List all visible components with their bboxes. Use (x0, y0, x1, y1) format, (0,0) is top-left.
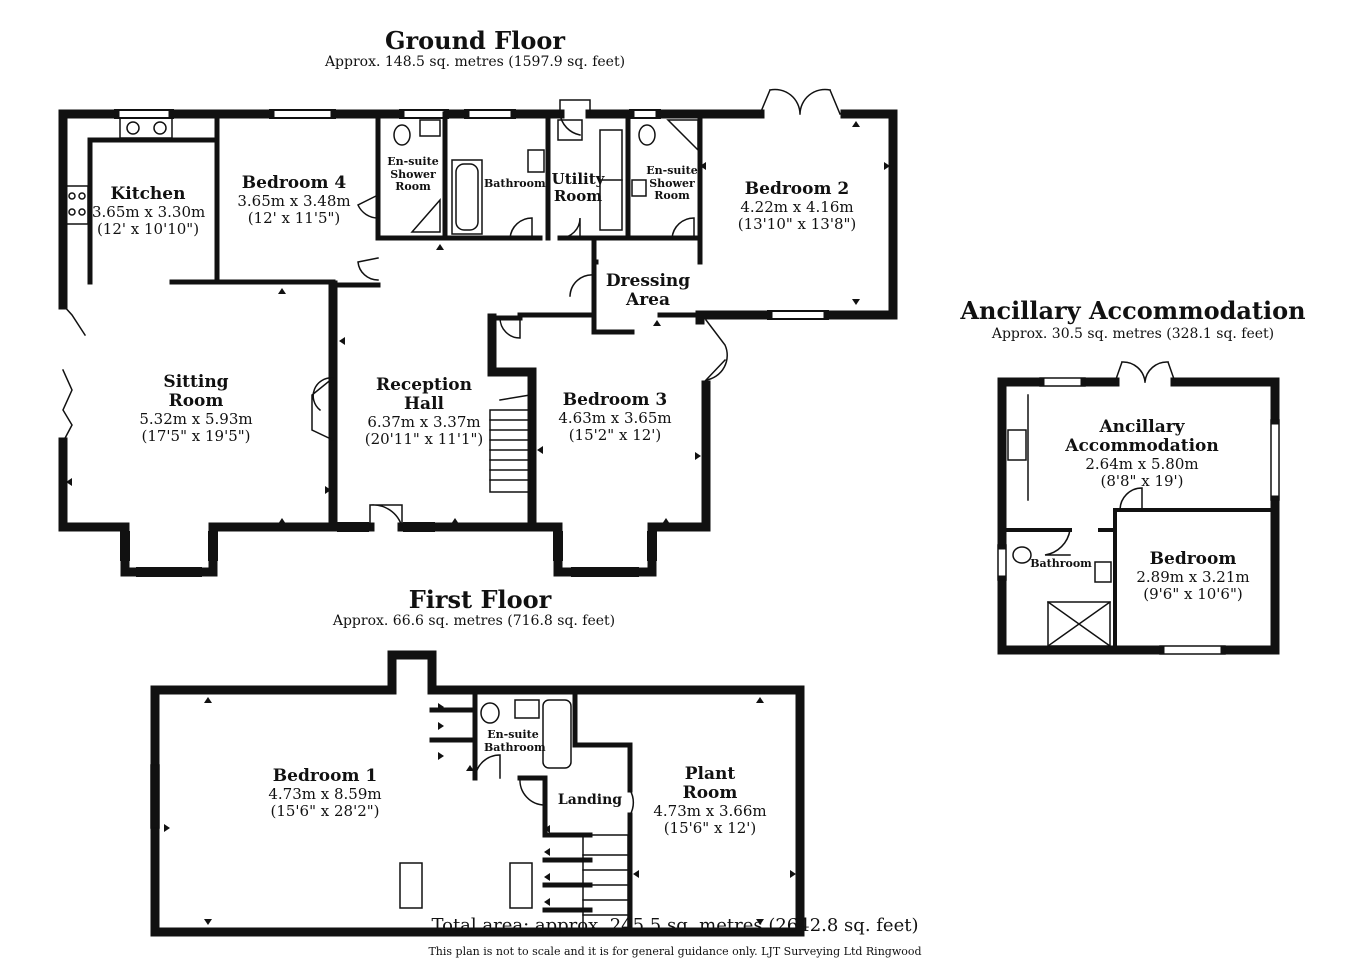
room-dim-imperial: (13'10" x 13'8") (737, 215, 857, 234)
room-bedroom-1: Bedroom 1 4.73m x 8.59m (15'6" x 28'2") (260, 766, 390, 821)
room-dim-imperial: (15'6" x 12') (663, 819, 757, 838)
room-name-line: Dressing (605, 271, 691, 291)
room-dim-metric: 5.32m x 5.93m (139, 410, 253, 429)
ground-fittings (65, 117, 699, 493)
room-name-line: Room (168, 391, 224, 412)
room-name-line: En-suite (387, 155, 439, 168)
room-dim-imperial: (20'11" x 11'1") (364, 430, 484, 449)
room-name-line: Sitting (163, 372, 229, 392)
room-bedroom-3: Bedroom 3 4.63m x 3.65m (15'2" x 12') (554, 390, 676, 445)
room-name-line: Plant (684, 764, 736, 784)
first-floor-title: First Floor (408, 585, 552, 614)
ground-floor-area: Approx. 148.5 sq. metres (1597.9 sq. fee… (324, 54, 626, 70)
room-utility: Utility Room (550, 171, 606, 205)
room-name: Bedroom 4 (241, 173, 347, 193)
room-name-line: Ancillary (1099, 417, 1185, 437)
room-sitting-room: Sitting Room 5.32m x 5.93m (17'5" x 19'5… (130, 372, 262, 446)
room-dim-imperial: (17'5" x 19'5") (141, 427, 251, 446)
room-name-line: Room (553, 186, 603, 205)
first-floor-area: Approx. 66.6 sq. metres (716.8 sq. feet) (332, 613, 616, 629)
room-name: Bedroom 3 (562, 390, 668, 410)
room-name-line: Area (626, 290, 670, 311)
room-ancillary-bathroom: Bathroom (1030, 557, 1092, 570)
room-ensuite-bathroom: En-suite Bathroom (484, 728, 546, 754)
room-name: Bedroom 2 (744, 179, 850, 199)
room-dim-metric: 4.22m x 4.16m (740, 198, 854, 217)
room-ancillary-accommodation: Ancillary Accommodation 2.64m x 5.80m (8… (1058, 417, 1226, 491)
disclaimer: This plan is not to scale and it is for … (428, 945, 922, 958)
ancillary-title: Ancillary Accommodation (960, 296, 1306, 325)
room-name-line: Room (682, 783, 738, 804)
room-kitchen: Kitchen 3.65m x 3.30m (12' x 10'10") (92, 184, 206, 239)
ground-doors (61, 88, 841, 528)
room-name-line: Utility (551, 170, 605, 188)
room-name-line: Accommodation (1065, 436, 1219, 457)
ancillary-walls (997, 377, 1280, 655)
room-name-line: Shower (390, 167, 436, 181)
room-name-line: En-suite (646, 164, 698, 177)
room-name: Bedroom 1 (272, 766, 378, 786)
first-floor-walls (150, 650, 805, 937)
room-ensuite-shower-2: En-suite Shower Room (644, 164, 700, 203)
room-landing: Landing (557, 792, 623, 808)
ground-floor-walls (58, 109, 898, 577)
room-dim-metric: 6.37m x 3.37m (367, 413, 481, 432)
room-name-line: Reception (375, 375, 472, 395)
room-bedroom-4: Bedroom 4 3.65m x 3.48m (12' x 11'5") (234, 173, 354, 228)
room-dim-imperial: (12' x 10'10") (96, 220, 200, 239)
room-dim-imperial: (12' x 11'5") (247, 209, 341, 228)
room-dim-metric: 4.73m x 3.66m (653, 802, 767, 821)
room-name: Kitchen (110, 184, 186, 204)
room-bedroom-2: Bedroom 2 4.22m x 4.16m (13'10" x 13'8") (734, 179, 860, 234)
ground-windows (114, 109, 829, 577)
room-name-line: Shower (649, 176, 695, 190)
room-name: Bedroom (1149, 549, 1237, 569)
room-bathroom: Bathroom (484, 177, 546, 190)
room-name-line: Hall (404, 394, 444, 415)
room-plant-room: Plant Room 4.73m x 3.66m (15'6" x 12') (650, 764, 770, 838)
room-name-line: Room (654, 189, 690, 203)
ceiling-markers (66, 121, 890, 925)
room-ensuite-shower-1: En-suite Shower Room (386, 155, 440, 194)
room-dim-imperial: (15'2" x 12') (568, 426, 662, 445)
room-name-line: En-suite (487, 728, 539, 741)
room-name-line: Room (395, 180, 431, 194)
room-dim-metric: 3.65m x 3.30m (92, 203, 206, 222)
room-dim-metric: 4.63m x 3.65m (558, 409, 672, 428)
room-dressing-area: Dressing Area (600, 271, 696, 311)
ground-floor-title: Ground Floor (385, 26, 565, 55)
room-dim-metric: 2.64m x 5.80m (1085, 455, 1199, 474)
room-dim-metric: 2.89m x 3.21m (1136, 568, 1250, 587)
room-reception-hall: Reception Hall 6.37m x 3.37m (20'11" x 1… (362, 375, 486, 449)
room-dim-metric: 4.73m x 8.59m (268, 785, 382, 804)
room-dim-imperial: (15'6" x 28'2") (270, 802, 380, 821)
room-name-line: Bathroom (484, 740, 546, 754)
room-dim-imperial: (9'6" x 10'6") (1143, 585, 1243, 604)
room-ancillary-bedroom: Bedroom 2.89m x 3.21m (9'6" x 10'6") (1128, 549, 1258, 604)
total-area: Total area: approx. 245.5 sq. metres (26… (431, 915, 919, 936)
room-dim-metric: 3.65m x 3.48m (237, 192, 351, 211)
room-dim-imperial: (8'8" x 19') (1100, 472, 1184, 491)
ancillary-area: Approx. 30.5 sq. metres (328.1 sq. feet) (991, 326, 1275, 342)
